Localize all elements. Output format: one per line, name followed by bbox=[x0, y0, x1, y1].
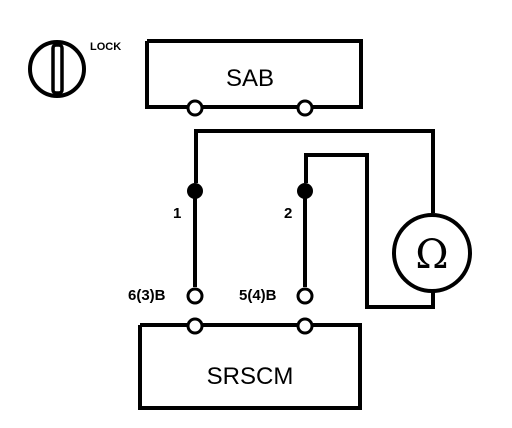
srscm-terminal-left bbox=[186, 317, 204, 335]
terminal-5-4b bbox=[296, 287, 314, 305]
lock-label: LOCK bbox=[90, 41, 121, 53]
srscm-terminal-right bbox=[296, 317, 314, 335]
srscm-label: SRSCM bbox=[207, 363, 294, 390]
probe2-tip bbox=[297, 183, 313, 199]
terminal-left-label: 6(3)B bbox=[128, 287, 166, 304]
wire-probe2-to-ohmmeter bbox=[304, 153, 435, 309]
ohmmeter-icon bbox=[392, 213, 472, 293]
terminal-right-label: 5(4)B bbox=[239, 287, 277, 304]
sab-label: SAB bbox=[226, 65, 274, 92]
probe1-tip bbox=[187, 183, 203, 199]
sab-terminal-left bbox=[186, 99, 204, 117]
sab-terminal-right bbox=[296, 99, 314, 117]
srscm-connector bbox=[138, 323, 362, 410]
probe2-label: 2 bbox=[284, 205, 292, 222]
terminal-6-3b bbox=[186, 287, 204, 305]
probe1-label: 1 bbox=[173, 205, 181, 222]
ohmmeter-symbol: Ω bbox=[415, 232, 448, 278]
sab-connector bbox=[145, 39, 363, 109]
ignition-key-icon bbox=[28, 40, 86, 98]
wire-probe1-to-ohmmeter bbox=[194, 129, 435, 213]
